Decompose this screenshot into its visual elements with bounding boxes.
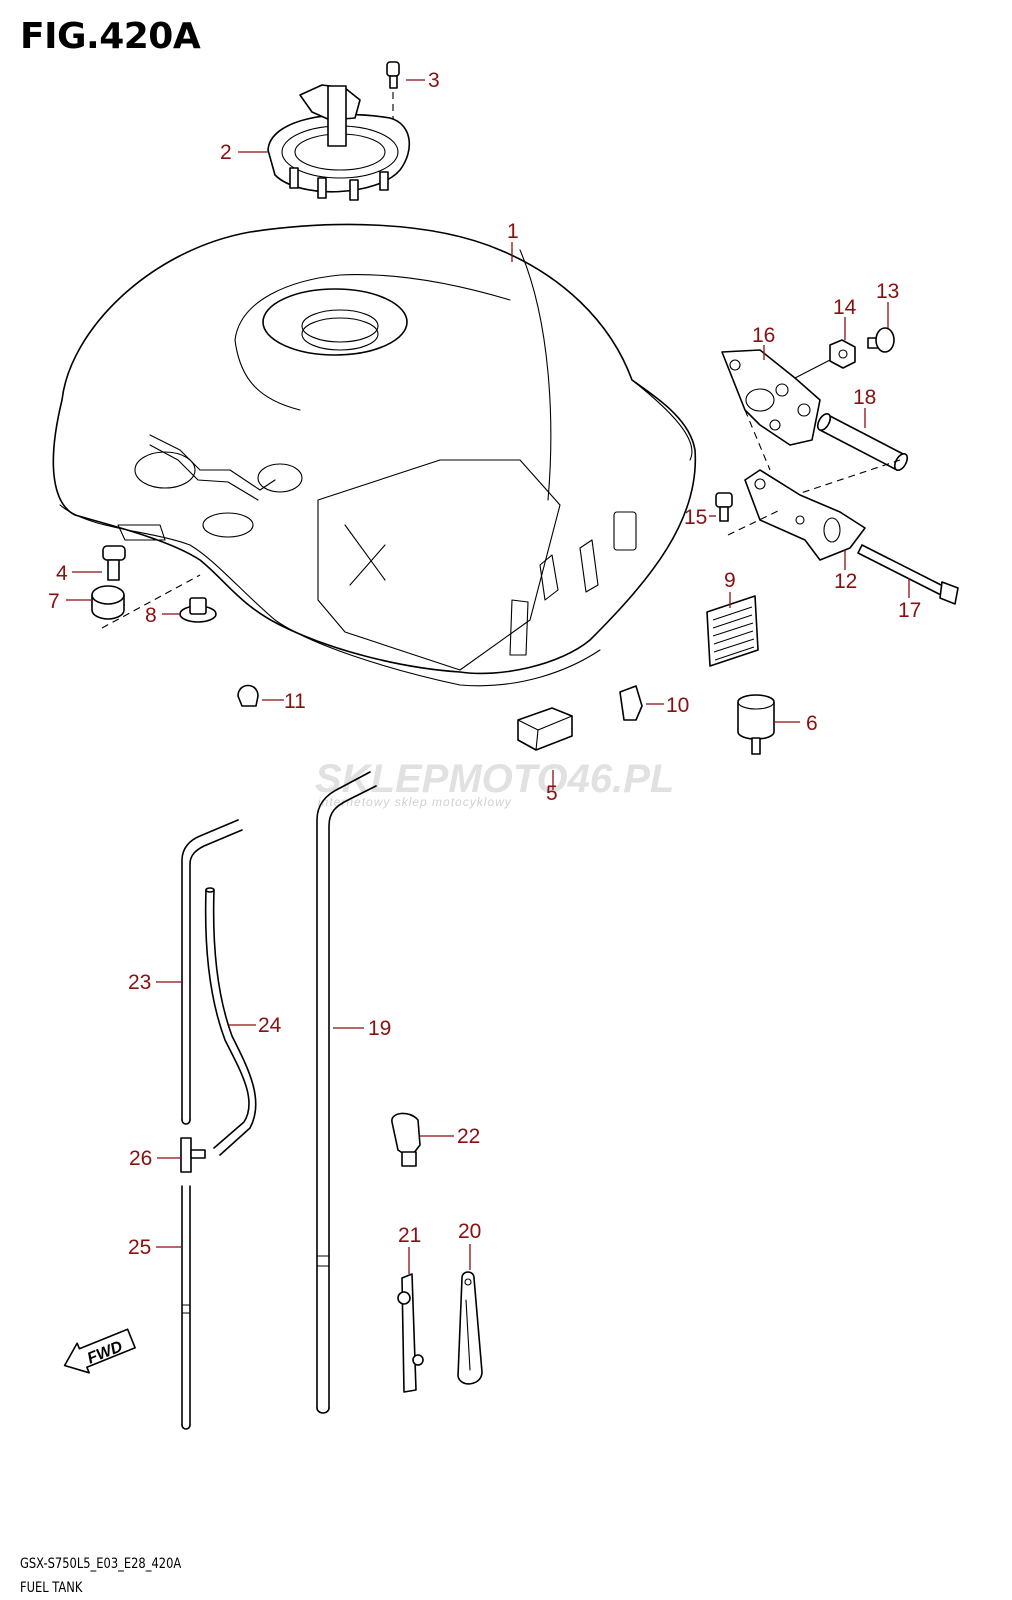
- callout-10: 10: [666, 694, 689, 717]
- callout-13: 13: [876, 280, 899, 303]
- callout-14: 14: [833, 296, 857, 319]
- part-7-cushion[interactable]: [91, 585, 125, 620]
- callout-6: 6: [806, 712, 818, 735]
- watermark-tagline: internetowy sklep motocyklowy: [318, 795, 512, 809]
- part-19-hose[interactable]: [316, 771, 377, 1414]
- part-20-clamp[interactable]: [457, 1271, 483, 1385]
- part-23-hose[interactable]: [181, 819, 243, 1125]
- callout-25: 25: [128, 1236, 151, 1259]
- callout-9: 9: [724, 569, 736, 592]
- part-16-bracket[interactable]: [721, 349, 831, 446]
- part-9-pad[interactable]: [706, 595, 759, 667]
- callout-7: 7: [48, 590, 60, 613]
- part-17-long-bolt[interactable]: [857, 544, 959, 605]
- callout-11: 11: [284, 690, 306, 713]
- part-25-hose[interactable]: [181, 1185, 191, 1430]
- part-5-cushion[interactable]: [517, 707, 573, 751]
- part-13-bolt[interactable]: [867, 327, 895, 353]
- watermark: SKLEPMOTO46.PL internetowy sklep motocyk…: [315, 757, 674, 809]
- part-21-holder[interactable]: [397, 1273, 424, 1393]
- callout-8: 8: [145, 604, 157, 627]
- leader-lines: [66, 79, 910, 1274]
- part-8-grommet[interactable]: [179, 597, 217, 623]
- callout-2: 2: [220, 141, 232, 164]
- callout-5: 5: [546, 782, 558, 805]
- part-26-t-joint[interactable]: [180, 1137, 206, 1173]
- callout-4: 4: [56, 562, 68, 585]
- callout-3: 3: [428, 69, 440, 92]
- figure-footer: GSX-S750L5_E03_E28_420A FUEL TANK: [20, 1552, 181, 1600]
- callout-26: 26: [129, 1147, 152, 1170]
- part-2-fuel-cap[interactable]: [267, 84, 411, 201]
- part-14-nut[interactable]: [829, 339, 856, 369]
- callout-15: 15: [684, 506, 707, 529]
- part-11-cushion[interactable]: [237, 684, 259, 707]
- part-22-clamp[interactable]: [391, 1112, 421, 1167]
- part-24-hose[interactable]: [204, 887, 257, 1156]
- figure-title: FIG.420A: [20, 16, 201, 57]
- part-6-filter[interactable]: [737, 694, 775, 755]
- callout-12: 12: [834, 570, 857, 593]
- part-12-stay[interactable]: [744, 469, 866, 561]
- callout-16: 16: [752, 324, 775, 347]
- part-4-bolt[interactable]: [102, 545, 126, 581]
- part-10-cushion[interactable]: [619, 685, 643, 721]
- callout-18: 18: [853, 386, 876, 409]
- callout-21: 21: [398, 1224, 421, 1247]
- part-18-rod[interactable]: [815, 412, 910, 473]
- model-code: GSX-S750L5_E03_E28_420A: [20, 1556, 182, 1572]
- callout-17: 17: [898, 599, 921, 622]
- callout-20: 20: [458, 1220, 481, 1243]
- part-15-bolt[interactable]: [715, 492, 733, 522]
- watermark-brand: SKLEPMOTO46.PL: [315, 757, 674, 801]
- section-name: FUEL TANK: [20, 1580, 83, 1596]
- callout-23: 23: [128, 971, 151, 994]
- fwd-direction-arrow: FWD: [63, 1328, 136, 1374]
- callout-24: 24: [258, 1014, 282, 1037]
- part-1-fuel-tank[interactable]: [52, 223, 697, 687]
- callout-19: 19: [368, 1017, 391, 1040]
- callout-1: 1: [507, 220, 519, 243]
- callout-numbers: 1 2 3 4 5 6 7 8 9 10 11 12 13 14 15 16 1…: [48, 69, 921, 1259]
- callout-22: 22: [457, 1125, 480, 1148]
